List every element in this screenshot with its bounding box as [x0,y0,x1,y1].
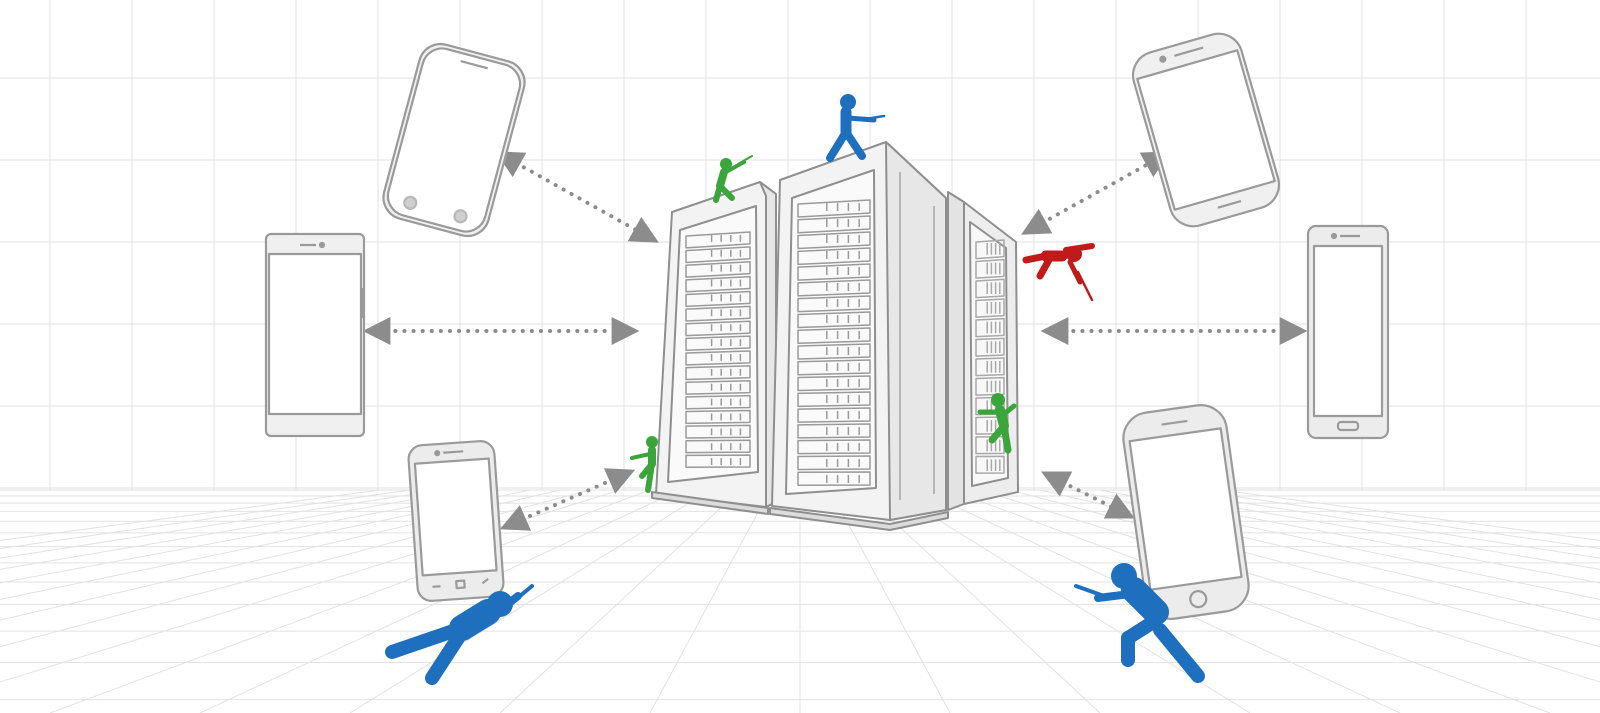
smartphone-icon [1122,404,1250,620]
soldier-figure-icon [1074,563,1205,683]
server-rack-right [947,191,1019,511]
server-rack-icon [651,141,1019,531]
smartphone-icon [264,232,366,438]
connection-links [362,151,1308,531]
soldier-figure-icon [385,584,534,685]
smartphone-icon [1306,224,1390,440]
link-top-right-icon [1021,151,1171,235]
smartphone-icon [1131,32,1281,228]
smartphone-icon [382,42,526,238]
link-bottom-right-icon [1040,471,1136,519]
soldier-figure-icon [977,393,1017,454]
soldier-figure-icon [630,436,658,493]
link-bottom-left-icon [499,468,636,531]
smartphone-icon [407,440,505,602]
server-rack-left [651,181,777,515]
server-rack-middle [769,141,949,531]
soldier-figure-icon [713,155,753,203]
link-top-left-icon [495,151,659,243]
attacker-figure-icon [1022,243,1095,302]
soldier-figure-icon [826,94,886,162]
